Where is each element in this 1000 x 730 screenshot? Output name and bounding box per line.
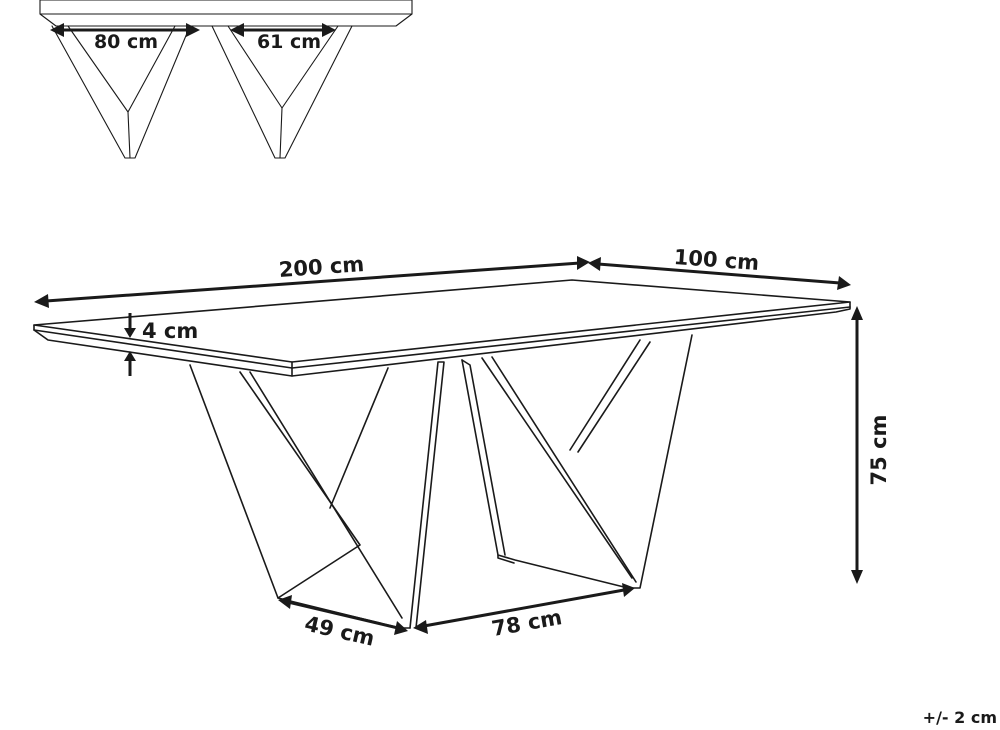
side-view-width-label: 80 cm (94, 31, 158, 53)
left-leg (189, 361, 445, 629)
depth-label: 100 cm (673, 245, 760, 275)
main-view-drawing: 200 cm 100 cm 4 cm 75 cm (33, 245, 891, 651)
top-thickness-label: 4 cm (142, 319, 198, 343)
height-dimension: 75 cm (851, 306, 891, 584)
length-dimension: 200 cm (34, 252, 590, 308)
leg-depth-dimension: 49 cm (278, 595, 408, 651)
side-view-drawing: 80 cm 61 cm (39, 0, 413, 159)
length-label: 200 cm (278, 252, 365, 282)
height-label: 75 cm (867, 415, 891, 486)
side-view-gap-dimension: 61 cm (230, 23, 336, 53)
right-leg (461, 334, 693, 589)
side-view-gap-label: 61 cm (257, 31, 321, 53)
top-thickness-dimension: 4 cm (124, 313, 198, 376)
leg-depth-label: 49 cm (302, 612, 376, 651)
tabletop (33, 279, 851, 377)
leg-span-dimension: 78 cm (413, 583, 635, 641)
depth-dimension: 100 cm (588, 245, 851, 290)
tolerance-note: +/- 2 cm (923, 708, 997, 727)
side-view-width-dimension: 80 cm (50, 23, 200, 53)
leg-span-label: 78 cm (490, 605, 564, 641)
side-view-tabletop (39, 0, 413, 27)
